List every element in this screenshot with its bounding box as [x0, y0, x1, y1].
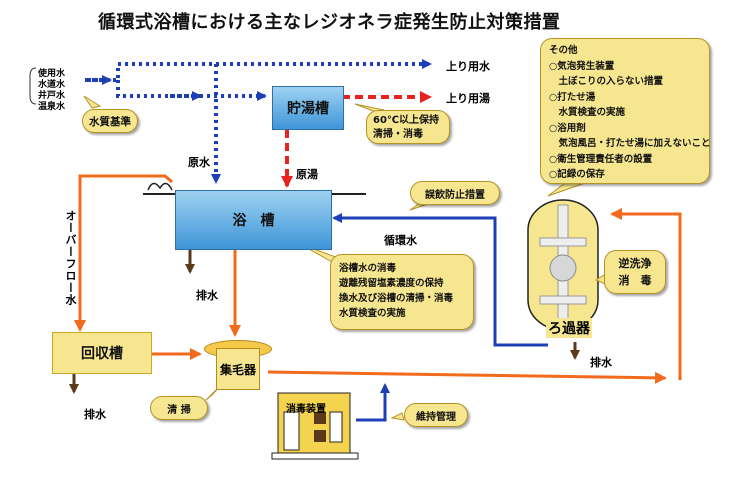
label-circulation: 循環水 — [384, 234, 417, 247]
tail-others — [547, 182, 586, 197]
bath-note-line: 換水及び浴槽の清掃・消毒 — [339, 293, 454, 304]
supply-line-to-storage — [116, 80, 267, 101]
overflow-line — [74, 174, 173, 332]
label-drain-bath: 排水 — [196, 289, 218, 302]
source-item: 使用水 — [38, 69, 66, 79]
label-drain-collection: 排水 — [84, 408, 106, 421]
backwash-line: 逆洗浄 — [618, 257, 652, 270]
label-source-hot: 原湯 — [296, 168, 318, 181]
callout-drink-prevent: 誤飲防止措置 — [410, 181, 500, 205]
backwash-line: 消 毒 — [618, 274, 652, 287]
others-line: ○衛生管理責任者の設置 — [549, 153, 653, 165]
bath-note-line: 水質検査の実施 — [339, 308, 406, 319]
bath-note-line: 浴槽水の消毒 — [339, 263, 397, 274]
others-line: ○打たせ湯 — [549, 91, 596, 103]
others-line: 土ぼこりの入らない措置 — [549, 76, 664, 87]
tail-maintenance — [390, 412, 405, 421]
label-drain-filter: 排水 — [590, 356, 612, 369]
circulation-line — [332, 213, 548, 347]
source-bracket — [29, 67, 37, 105]
label-upper-water: 上り用水 — [446, 60, 490, 73]
callout-cleaning: 清 掃 — [150, 396, 208, 420]
hair-catcher-to-filter — [267, 370, 667, 384]
tail-water-quality — [83, 95, 102, 109]
source-list: 使用水 水道水 井戸水 温泉水 — [38, 69, 65, 113]
overflow-lip — [147, 182, 173, 191]
disinfection-device-drawing — [271, 392, 359, 460]
page-title: 循環式浴槽における主なレジオネラ症発生防止対策措置 — [98, 12, 561, 33]
disinfection-feed — [356, 383, 390, 422]
bathtub: 浴 槽 — [175, 190, 332, 250]
return-to-filter — [610, 208, 682, 380]
others-line: ○気泡発生装置 — [549, 60, 615, 72]
callout-backwash: 逆洗浄 消 毒 — [604, 250, 666, 294]
source-item: 温泉水 — [38, 102, 66, 112]
others-line: 気泡風呂・打たせ湯に加えないこと — [549, 138, 711, 149]
others-line: その他 — [549, 45, 578, 56]
storage-tank: 貯湯槽 — [272, 86, 344, 130]
label-overflow: オーバーフロー水 — [64, 210, 77, 306]
storage-note-line: 清掃・消毒 — [373, 129, 423, 140]
filter-label: ろ過器 — [546, 318, 592, 338]
callout-storage-note: 60℃以上保持 清掃・消毒 — [366, 110, 450, 144]
callout-others: その他 ○気泡発生装置 土ぼこりの入らない措置 ○打たせ湯 水質検査の実施 ○浴… — [540, 38, 711, 184]
callout-maintenance: 維持管理 — [404, 403, 468, 427]
collection-tank: 回収槽 — [52, 332, 152, 374]
supply-line-upper — [85, 59, 432, 82]
hair-catcher: 集毛器 — [204, 340, 272, 392]
filter-vessel — [527, 199, 599, 331]
disinfection-device-label: 消毒装置 — [286, 404, 326, 415]
source-item: 水道水 — [38, 80, 66, 90]
callout-water-quality: 水質基準 — [82, 109, 138, 133]
others-line: ○浴用剤 — [549, 122, 586, 134]
hair-catcher-label: 集毛器 — [216, 348, 260, 390]
storage-note-line: 60℃以上保持 — [373, 115, 440, 126]
callout-bath-notes: 浴槽水の消毒 遊離残留塩素濃度の保持 換水及び浴槽の清掃・消毒 水質検査の実施 — [330, 254, 474, 330]
others-line: ○記録の保存 — [549, 169, 605, 180]
label-upper-hot: 上り用湯 — [446, 92, 490, 105]
label-raw-water: 原水 — [188, 156, 210, 169]
others-line: 水質検査の実施 — [549, 107, 626, 118]
bath-note-line: 遊離残留塩素濃度の保持 — [339, 278, 444, 289]
source-item: 井戸水 — [38, 91, 66, 101]
